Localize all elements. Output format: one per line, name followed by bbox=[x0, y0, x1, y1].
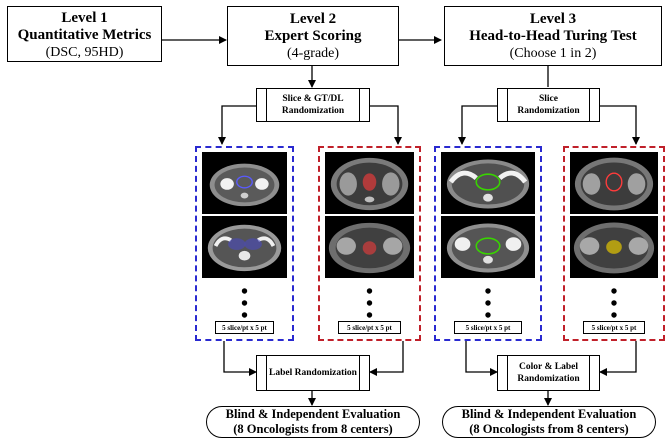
arrow-group1-to-label bbox=[223, 341, 257, 376]
ct-slice-2 bbox=[202, 216, 287, 278]
evaluation-line1: Blind & Independent Evaluation bbox=[225, 407, 401, 421]
mr-slice-image bbox=[328, 222, 411, 274]
level1-title: Level 1 bbox=[61, 10, 108, 26]
mr-slice-1 bbox=[325, 152, 414, 214]
ct-slice-1 bbox=[202, 152, 287, 214]
level1-subtitle: Quantitative Metrics bbox=[17, 27, 152, 43]
ct-slice-image bbox=[207, 224, 282, 272]
level2-box: Level 2 Expert Scoring (4-grade) bbox=[227, 6, 399, 66]
level1-detail: (DSC, 95HD) bbox=[45, 45, 124, 60]
level2-title: Level 2 bbox=[289, 11, 337, 27]
label-randomization-box: Label Randomization bbox=[256, 355, 370, 391]
color-label-randomization-label: Color & Label Randomization bbox=[517, 362, 580, 384]
mr-slice-4 bbox=[570, 216, 658, 278]
more-slices-dots: ••• bbox=[365, 281, 373, 327]
count-label: 5 slice/pt x 5 pt bbox=[583, 321, 645, 334]
arrow-group2-to-label bbox=[369, 341, 404, 376]
level3-title: Level 3 bbox=[529, 11, 577, 27]
arrow-proc-to-group1 bbox=[218, 105, 256, 145]
arrow-proc-to-group4 bbox=[600, 105, 640, 145]
mr-slice-2 bbox=[325, 216, 414, 278]
image-group-4: ••• 5 slice/pt x 5 pt bbox=[563, 146, 665, 341]
count-label: 5 slice/pt x 5 pt bbox=[454, 321, 522, 334]
slice-randomization-box: Slice Randomization bbox=[497, 88, 600, 122]
image-group-3: ••• 5 slice/pt x 5 pt bbox=[434, 146, 542, 341]
ct-slice-4 bbox=[441, 216, 535, 278]
evaluation-box-left: Blind & Independent Evaluation (8 Oncolo… bbox=[206, 406, 420, 438]
image-group-1: ••• 5 slice/pt x 5 pt bbox=[195, 146, 294, 341]
color-label-randomization-box: Color & Label Randomization bbox=[497, 355, 600, 391]
arrow-group3-to-colorlabel bbox=[465, 341, 498, 376]
level3-detail: (Choose 1 in 2) bbox=[509, 46, 597, 61]
evaluation-line1: Blind & Independent Evaluation bbox=[461, 407, 637, 421]
mr-slice-3 bbox=[570, 152, 658, 214]
mr-slice-image bbox=[330, 157, 409, 211]
level3-subtitle: Head-to-Head Turing Test bbox=[469, 28, 637, 44]
ct-slice-image bbox=[446, 223, 530, 273]
mr-slice-image bbox=[573, 222, 655, 274]
level2-detail: (4-grade) bbox=[286, 46, 340, 61]
image-group-2: ••• 5 slice/pt x 5 pt bbox=[318, 146, 421, 341]
arrow-proc-to-group2 bbox=[370, 105, 402, 145]
evaluation-box-right: Blind & Independent Evaluation (8 Oncolo… bbox=[442, 406, 656, 438]
evaluation-line2: (8 Oncologists from 8 centers) bbox=[233, 422, 393, 436]
more-slices-dots: ••• bbox=[610, 281, 618, 327]
slice-gt-dl-randomization-label: Slice & GT/DL Randomization bbox=[281, 94, 345, 116]
more-slices-dots: ••• bbox=[240, 281, 248, 327]
evaluation-line2: (8 Oncologists from 8 centers) bbox=[469, 422, 629, 436]
level3-box: Level 3 Head-to-Head Turing Test (Choose… bbox=[444, 6, 662, 66]
level1-box: Level 1 Quantitative Metrics (DSC, 95HD) bbox=[7, 6, 162, 62]
slice-gt-dl-randomization-box: Slice & GT/DL Randomization bbox=[256, 88, 370, 122]
level2-subtitle: Expert Scoring bbox=[264, 28, 362, 44]
ct-slice-3 bbox=[441, 152, 535, 214]
count-label: 5 slice/pt x 5 pt bbox=[338, 321, 401, 334]
mr-slice-image bbox=[574, 157, 654, 211]
ct-slice-image bbox=[446, 159, 530, 209]
more-slices-dots: ••• bbox=[484, 281, 492, 327]
count-label: 5 slice/pt x 5 pt bbox=[215, 321, 274, 334]
ct-slice-image bbox=[209, 163, 280, 207]
label-randomization-label: Label Randomization bbox=[269, 368, 357, 378]
arrow-group4-to-colorlabel bbox=[599, 341, 637, 376]
slice-randomization-label: Slice Randomization bbox=[517, 94, 580, 116]
arrow-proc-to-group3 bbox=[458, 105, 497, 145]
